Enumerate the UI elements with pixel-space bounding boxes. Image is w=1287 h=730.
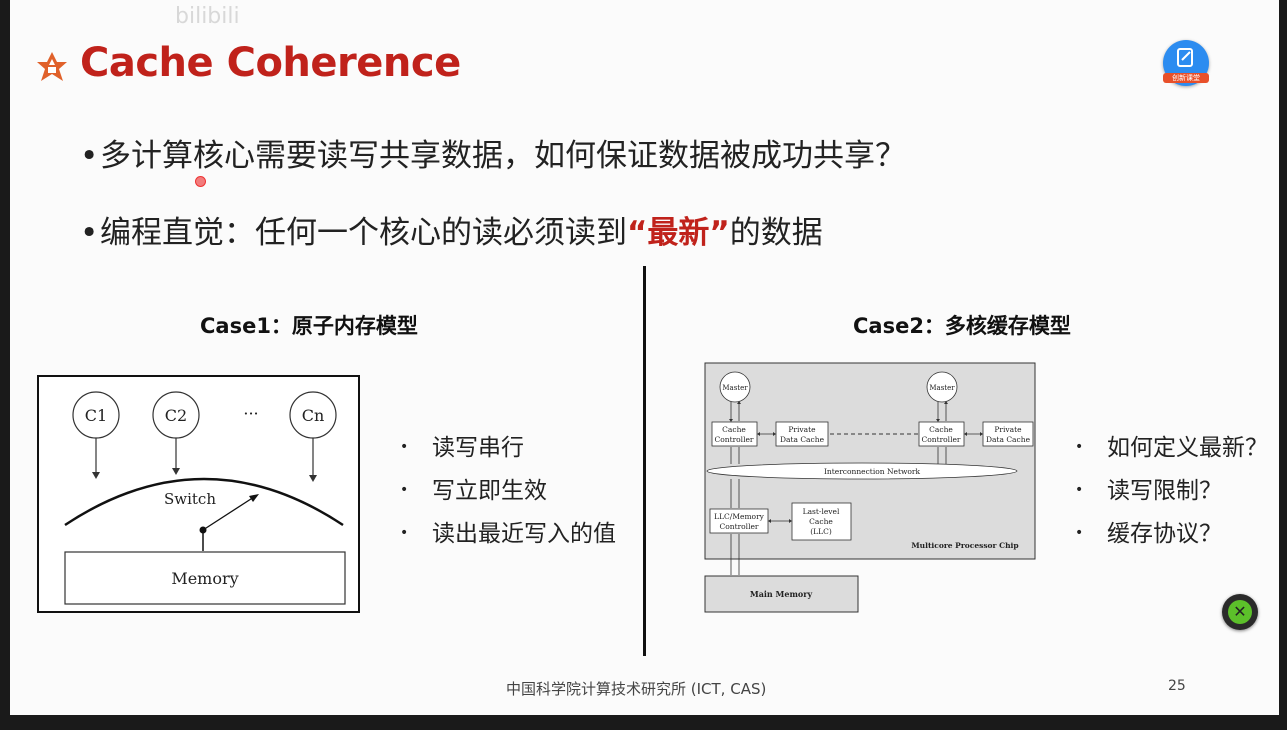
case2-point-3: •缓存协议？ xyxy=(1075,521,1222,547)
node-cn-label: Cn xyxy=(302,406,325,425)
main-memory-box xyxy=(704,575,859,613)
node-c1-label: C1 xyxy=(85,406,107,425)
svg-text:Data Cache: Data Cache xyxy=(986,435,1031,444)
svg-text:LLC/Memory: LLC/Memory xyxy=(714,512,765,521)
svg-text:Master: Master xyxy=(929,384,955,392)
llc-memory-controller xyxy=(709,508,769,534)
chip-label: Multicore Processor Chip xyxy=(911,541,1018,550)
case2-point-2: •读写限制？ xyxy=(1075,478,1222,504)
private-cache-right xyxy=(982,421,1034,447)
svg-text:Private: Private xyxy=(788,425,816,434)
ellipsis-label: ··· xyxy=(243,404,258,423)
close-icon[interactable]: ✕ xyxy=(1228,600,1252,624)
watermark: bilibili xyxy=(10,0,300,30)
svg-text:Data Cache: Data Cache xyxy=(780,435,825,444)
logo-label: 创新课堂 xyxy=(1163,73,1209,83)
svg-text:Controller: Controller xyxy=(719,522,758,531)
cache-controller-right xyxy=(918,421,965,447)
case2-point-1: •如何定义最新？ xyxy=(1075,435,1268,461)
slide-title: Cache Coherence xyxy=(80,40,461,86)
svg-text:Cache: Cache xyxy=(722,425,746,434)
main-memory-label: Main Memory xyxy=(750,589,813,599)
svg-text:Last-level: Last-level xyxy=(803,507,840,516)
case1-point-3: •读出最近写入的值 xyxy=(400,521,616,547)
footer-institution: 中国科学院计算技术研究所 (ICT, CAS) xyxy=(506,680,767,698)
bullet-1-text: 多计算核心需要读写共享数据，如何保证数据被成功共享？ xyxy=(100,138,906,174)
ict-logo-badge: 创新课堂 xyxy=(1163,40,1209,86)
svg-text:Master: Master xyxy=(722,384,748,392)
center-divider xyxy=(643,266,646,656)
close-button[interactable]: ✕ xyxy=(1222,594,1258,630)
bullet-2: •编程直觉：任何一个核心的读必须读到“最新”的数据 xyxy=(80,215,823,251)
private-cache-left xyxy=(775,421,829,447)
bullet-2-highlight: “最新” xyxy=(627,215,730,251)
case1-point-1: •读写串行 xyxy=(400,435,524,461)
switch-label: Switch xyxy=(164,490,216,508)
memory-box xyxy=(64,551,346,605)
switch-arc xyxy=(64,477,344,527)
last-level-cache xyxy=(791,502,852,541)
bullet-2-prefix: 编程直觉：任何一个核心的读必须读到 xyxy=(100,215,627,251)
svg-text:Controller: Controller xyxy=(714,435,753,444)
svg-text:(LLC): (LLC) xyxy=(810,527,832,536)
watermark-text: bilibili xyxy=(175,4,240,29)
svg-text:Cache: Cache xyxy=(929,425,953,434)
master-left xyxy=(719,371,751,403)
edit-note-icon xyxy=(1177,48,1193,67)
case1-title: Case1：原子内存模型 xyxy=(200,314,418,338)
svg-text:Controller: Controller xyxy=(921,435,960,444)
cursor-dot xyxy=(195,176,206,187)
slide: bilibili Cache Coherence 创新课堂 •多计算核心需要读写… xyxy=(10,0,1279,715)
master-right xyxy=(926,371,958,403)
svg-text:Cache: Cache xyxy=(809,517,833,526)
bullet-2-suffix: 的数据 xyxy=(729,215,823,251)
interconnection-network xyxy=(706,462,1018,480)
node-c2-label: C2 xyxy=(165,406,187,425)
title-logo-icon xyxy=(37,52,67,81)
svg-text:Private: Private xyxy=(994,425,1022,434)
svg-text:Interconnection Network: Interconnection Network xyxy=(824,467,921,476)
bullet-1: •多计算核心需要读写共享数据，如何保证数据被成功共享？ xyxy=(80,138,906,174)
page-number: 25 xyxy=(1168,678,1186,694)
case1-diagram: C1 C2 ··· Cn Switch Memory xyxy=(37,375,360,613)
case2-diagram: Master Master Cache Controller Cache Con… xyxy=(704,362,1036,613)
memory-label: Memory xyxy=(171,569,238,588)
case1-point-2: •写立即生效 xyxy=(400,478,547,504)
case2-title: Case2：多核缓存模型 xyxy=(853,314,1071,338)
